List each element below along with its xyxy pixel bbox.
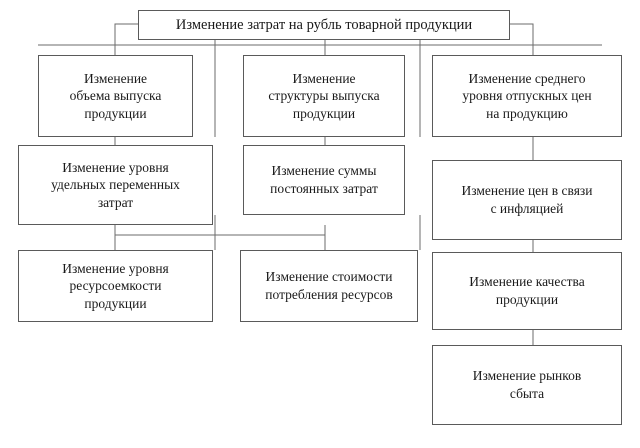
connector-root-to-left-rail <box>114 23 138 45</box>
connector-root-to-right-rail <box>510 23 534 45</box>
node-variable-costs[interactable]: Изменение уровня удельных переменных зат… <box>18 145 213 225</box>
node-output-structure-label: Изменение структуры выпуска продукции <box>268 70 380 121</box>
node-resource-intensity[interactable]: Изменение уровня ресурсоемкости продукци… <box>18 250 213 322</box>
node-resource-intensity-label: Изменение уровня ресурсоемкости продукци… <box>62 260 169 311</box>
node-output-structure[interactable]: Изменение структуры выпуска продукции <box>243 55 405 137</box>
node-variable-costs-label: Изменение уровня удельных переменных зат… <box>51 159 180 210</box>
node-sales-markets[interactable]: Изменение рынков сбыта <box>432 345 622 425</box>
node-root[interactable]: Изменение затрат на рубль товарной проду… <box>138 10 510 40</box>
node-resource-cost-label: Изменение стоимости потребления ресурсов <box>265 269 393 302</box>
node-inflation-prices-label: Изменение цен в связи с инфляцией <box>461 183 593 216</box>
node-product-quality[interactable]: Изменение качества продукции <box>432 252 622 330</box>
node-sales-markets-label: Изменение рынков сбыта <box>472 368 582 401</box>
node-resource-cost[interactable]: Изменение стоимости потребления ресурсов <box>240 250 418 322</box>
node-fixed-costs[interactable]: Изменение суммы постоянных затрат <box>243 145 405 215</box>
node-average-prices-label: Изменение среднего уровня отпускных цен … <box>462 70 592 121</box>
node-root-label: Изменение затрат на рубль товарной проду… <box>175 16 473 33</box>
node-volume-output-label: Изменение объема выпуска продукции <box>69 70 162 121</box>
node-product-quality-label: Изменение качества продукции <box>469 274 585 307</box>
node-average-prices[interactable]: Изменение среднего уровня отпускных цен … <box>432 55 622 137</box>
node-volume-output[interactable]: Изменение объема выпуска продукции <box>38 55 193 137</box>
node-inflation-prices[interactable]: Изменение цен в связи с инфляцией <box>432 160 622 240</box>
node-fixed-costs-label: Изменение суммы постоянных затрат <box>270 163 378 196</box>
